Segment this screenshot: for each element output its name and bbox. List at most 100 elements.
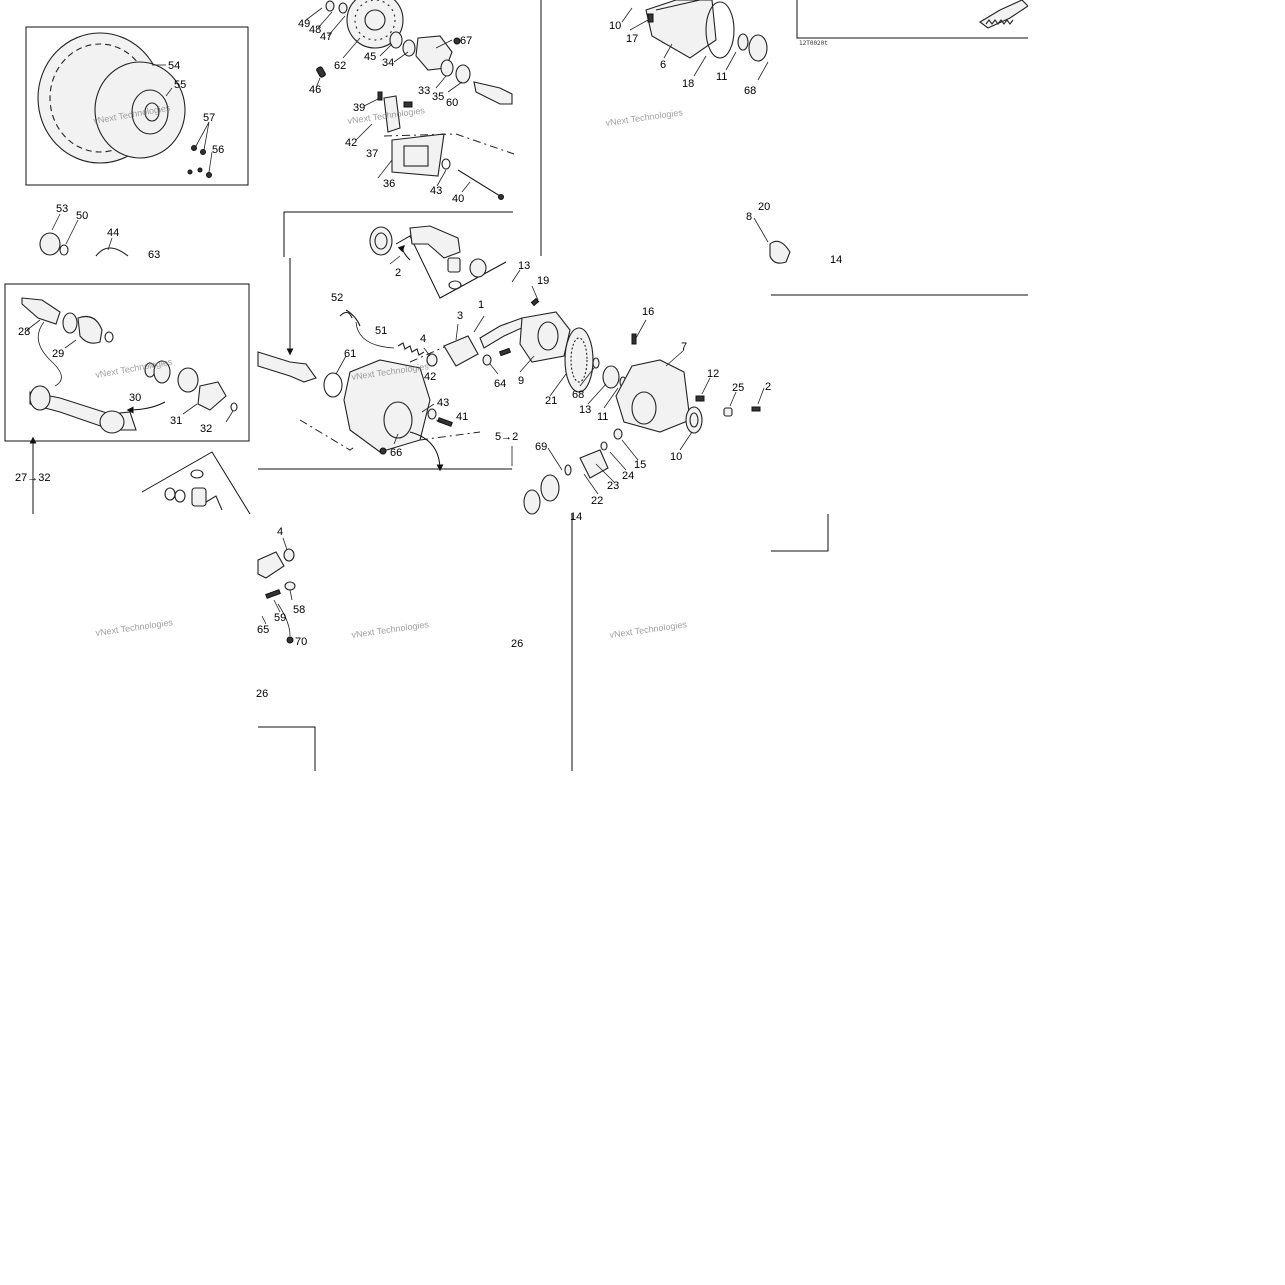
part-number: 17 (626, 33, 638, 45)
driveshaft-frame (4, 283, 250, 442)
part-number: 22 (591, 495, 603, 507)
o-ring (705, 1, 735, 59)
cv-boot (77, 315, 103, 344)
part-number: 31 (170, 415, 182, 427)
part-number: 11 (716, 71, 727, 83)
part-number: 2 (765, 381, 771, 393)
long-bolt (457, 169, 501, 197)
shift-fork (409, 225, 461, 259)
clip-52 (339, 309, 361, 327)
part-number: 21 (545, 395, 557, 407)
part-number: 28 (18, 326, 30, 338)
cv-joint (197, 381, 227, 411)
part-number: 30 (129, 392, 141, 404)
part-number: 58 (293, 604, 305, 616)
differential-case (519, 311, 571, 363)
part-number: 6 (660, 59, 666, 71)
watermark: vNext Technologies (605, 107, 684, 128)
cross-reference: 5→2 (495, 431, 518, 443)
part-number: 19 (537, 275, 549, 287)
part-number: 51 (375, 325, 387, 337)
part-number: 60 (446, 97, 458, 109)
watermark: vNext Technologies (351, 619, 430, 640)
part-number: 42 (424, 371, 436, 383)
part-number: 68 (572, 389, 584, 401)
seal-61 (323, 372, 343, 398)
part-number: 40 (452, 193, 464, 205)
gearbox-top-frame (283, 211, 513, 257)
part-number: 49 (298, 18, 310, 30)
cross-reference: 26 (256, 688, 268, 700)
housing-cover (645, 0, 717, 59)
lower-right-frame (771, 514, 829, 552)
part-number: 65 (257, 624, 269, 636)
part-number: 14 (570, 511, 582, 523)
shaft-end (21, 297, 61, 325)
wheel-nut (191, 145, 197, 151)
part-number: 34 (382, 57, 394, 69)
part-number: 45 (364, 51, 376, 63)
gearbox-assembly (29, 225, 765, 515)
part-number: 13 (518, 260, 530, 272)
lower-left-frame (258, 726, 316, 771)
part-number: 70 (295, 636, 307, 648)
part-number: 11 (597, 411, 608, 423)
part-number: 8 (746, 211, 752, 223)
rim-center (144, 102, 160, 122)
part-number: 63 (148, 249, 160, 261)
pinion-gear (579, 449, 609, 479)
part-number: 33 (418, 85, 430, 97)
part-number: 36 (383, 178, 395, 190)
part-number: 66 (390, 447, 402, 459)
grease-drop (453, 37, 461, 45)
part-number: 48 (309, 24, 321, 36)
shift-sleeve (443, 335, 479, 367)
part-number: 13 (579, 404, 591, 416)
part-number: 46 (309, 84, 321, 96)
part-number: 47 (320, 31, 332, 43)
part-number: 18 (682, 78, 694, 90)
lower-parts (257, 537, 296, 644)
bushing (39, 232, 61, 256)
part-number: 52 (331, 292, 343, 304)
small-inset-parts (141, 451, 251, 515)
knuckle-assembly (305, 0, 515, 200)
housing-cover-assembly (621, 0, 1029, 81)
part-number: 42 (345, 137, 357, 149)
top-right-frame (796, 0, 1028, 39)
hub-parts-left (39, 213, 129, 257)
part-number: 61 (344, 348, 356, 360)
part-number: 69 (535, 441, 547, 453)
part-number: 4 (420, 333, 426, 345)
part-number: 12 (707, 368, 719, 380)
rim (94, 61, 186, 159)
part-number: 23 (607, 480, 619, 492)
part-number: 32 (200, 423, 212, 435)
part-number: 55 (174, 79, 186, 91)
seal-10 (685, 406, 703, 434)
part-number: 2 (395, 267, 401, 279)
wheel-nut (200, 149, 206, 155)
lower-shaft (257, 551, 285, 579)
part-number: 43 (430, 185, 442, 197)
part-number: 20 (758, 201, 770, 213)
cross-reference: 27→32 (15, 472, 50, 484)
oil-drop-70 (286, 636, 294, 644)
driveshaft-assembly (21, 297, 238, 434)
brake-caliper (391, 133, 445, 177)
part-number: 44 (107, 227, 119, 239)
part-number: 4 (277, 526, 283, 538)
watermark: vNext Technologies (609, 619, 688, 640)
part-number: 9 (518, 375, 524, 387)
part-number: 64 (494, 378, 506, 390)
part-number: 68 (744, 85, 756, 97)
spring-51 (397, 342, 425, 356)
part-number: 10 (670, 451, 682, 463)
main-housing-7 (615, 359, 691, 433)
oil-drop-66 (379, 447, 387, 455)
part-number: 29 (52, 348, 64, 360)
part-number: 53 (56, 203, 68, 215)
part-number: 59 (274, 612, 286, 624)
part-number: 62 (334, 60, 346, 72)
